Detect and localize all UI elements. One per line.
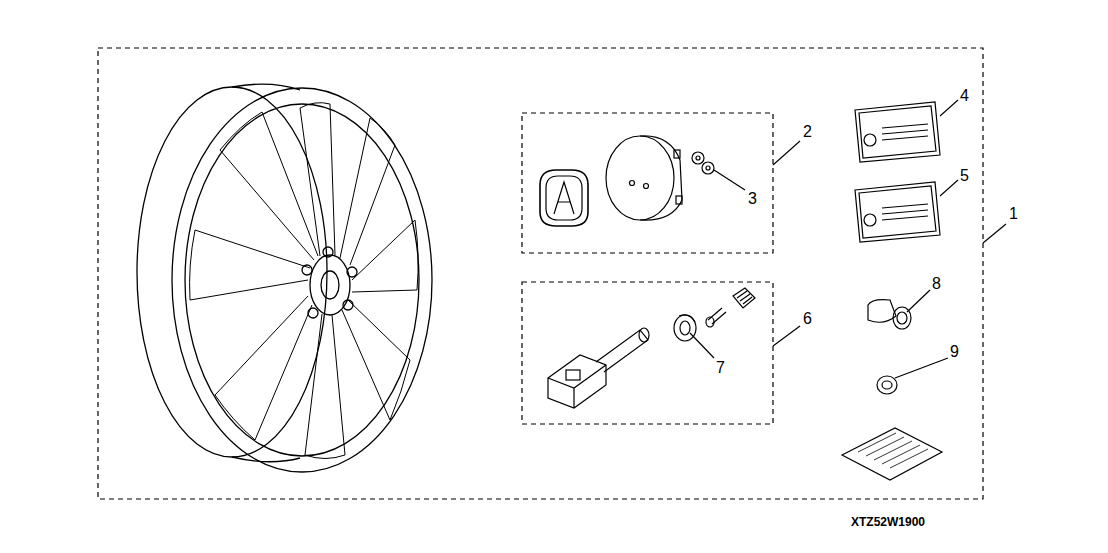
callout-number: 2 — [803, 124, 812, 140]
washer — [877, 376, 897, 394]
instruction-sheet — [842, 428, 942, 480]
callout-number: 4 — [960, 88, 969, 104]
leader-lines — [690, 100, 1006, 378]
valve-cap — [733, 288, 755, 308]
callout-number: 9 — [950, 344, 959, 360]
wheel — [137, 84, 432, 472]
clip — [692, 152, 714, 174]
callout-number: 3 — [748, 191, 757, 207]
emblem — [540, 170, 588, 226]
callout-number: 5 — [960, 168, 969, 184]
callout-number: 6 — [803, 311, 812, 327]
group-outline — [522, 113, 773, 253]
tpms-sensor — [548, 328, 649, 408]
callout-number: 1 — [1009, 206, 1018, 222]
valve-nut — [868, 300, 911, 329]
group-outline — [522, 282, 773, 424]
center-cap — [606, 136, 682, 220]
grommet — [674, 315, 696, 341]
callout-number: 8 — [932, 276, 941, 292]
callout-number: 7 — [716, 360, 725, 376]
diagram-code: XTZ52W1900 — [851, 516, 925, 528]
valve-core — [706, 308, 726, 327]
kit-outline — [98, 48, 983, 499]
label-sticker — [855, 102, 940, 242]
